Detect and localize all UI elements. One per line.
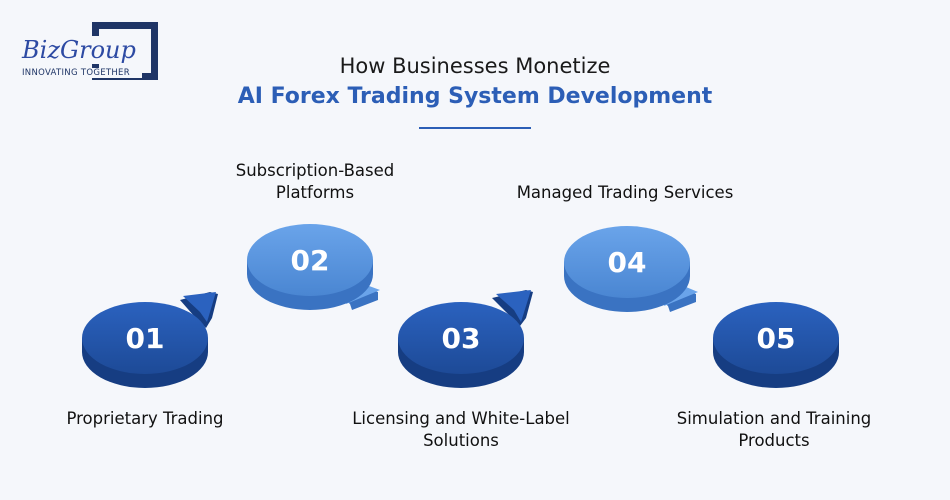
step-05-label: Simulation and Training Products	[676, 409, 872, 450]
step-01-label: Proprietary Trading	[66, 409, 224, 428]
page-title-line-2: AI Forex Trading System Development	[237, 84, 713, 109]
bizgroup-logo: BizGroup INNOVATING TOGETHER	[22, 22, 158, 84]
step-05-disc	[713, 302, 839, 388]
step-04-disc	[564, 226, 698, 312]
logo-wordmark: BizGroup	[22, 36, 138, 64]
step-03-disc	[398, 290, 533, 388]
step-03-number: 03	[442, 322, 481, 355]
step-01-disc	[82, 292, 218, 388]
step-02-disc	[247, 224, 380, 310]
step-02-label: Subscription-Based Platforms	[235, 161, 395, 202]
page-title-line-1: How Businesses Monetize	[339, 54, 611, 78]
step-04-label: Managed Trading Services	[516, 183, 734, 202]
step-04-number: 04	[608, 246, 647, 279]
step-01-number: 01	[126, 322, 165, 355]
step-03-label: Licensing and White-Label Solutions	[352, 409, 570, 450]
step-02-number: 02	[291, 244, 330, 277]
title-underline	[419, 127, 531, 129]
step-05-number: 05	[757, 322, 796, 355]
logo-tagline: INNOVATING TOGETHER	[22, 68, 142, 78]
